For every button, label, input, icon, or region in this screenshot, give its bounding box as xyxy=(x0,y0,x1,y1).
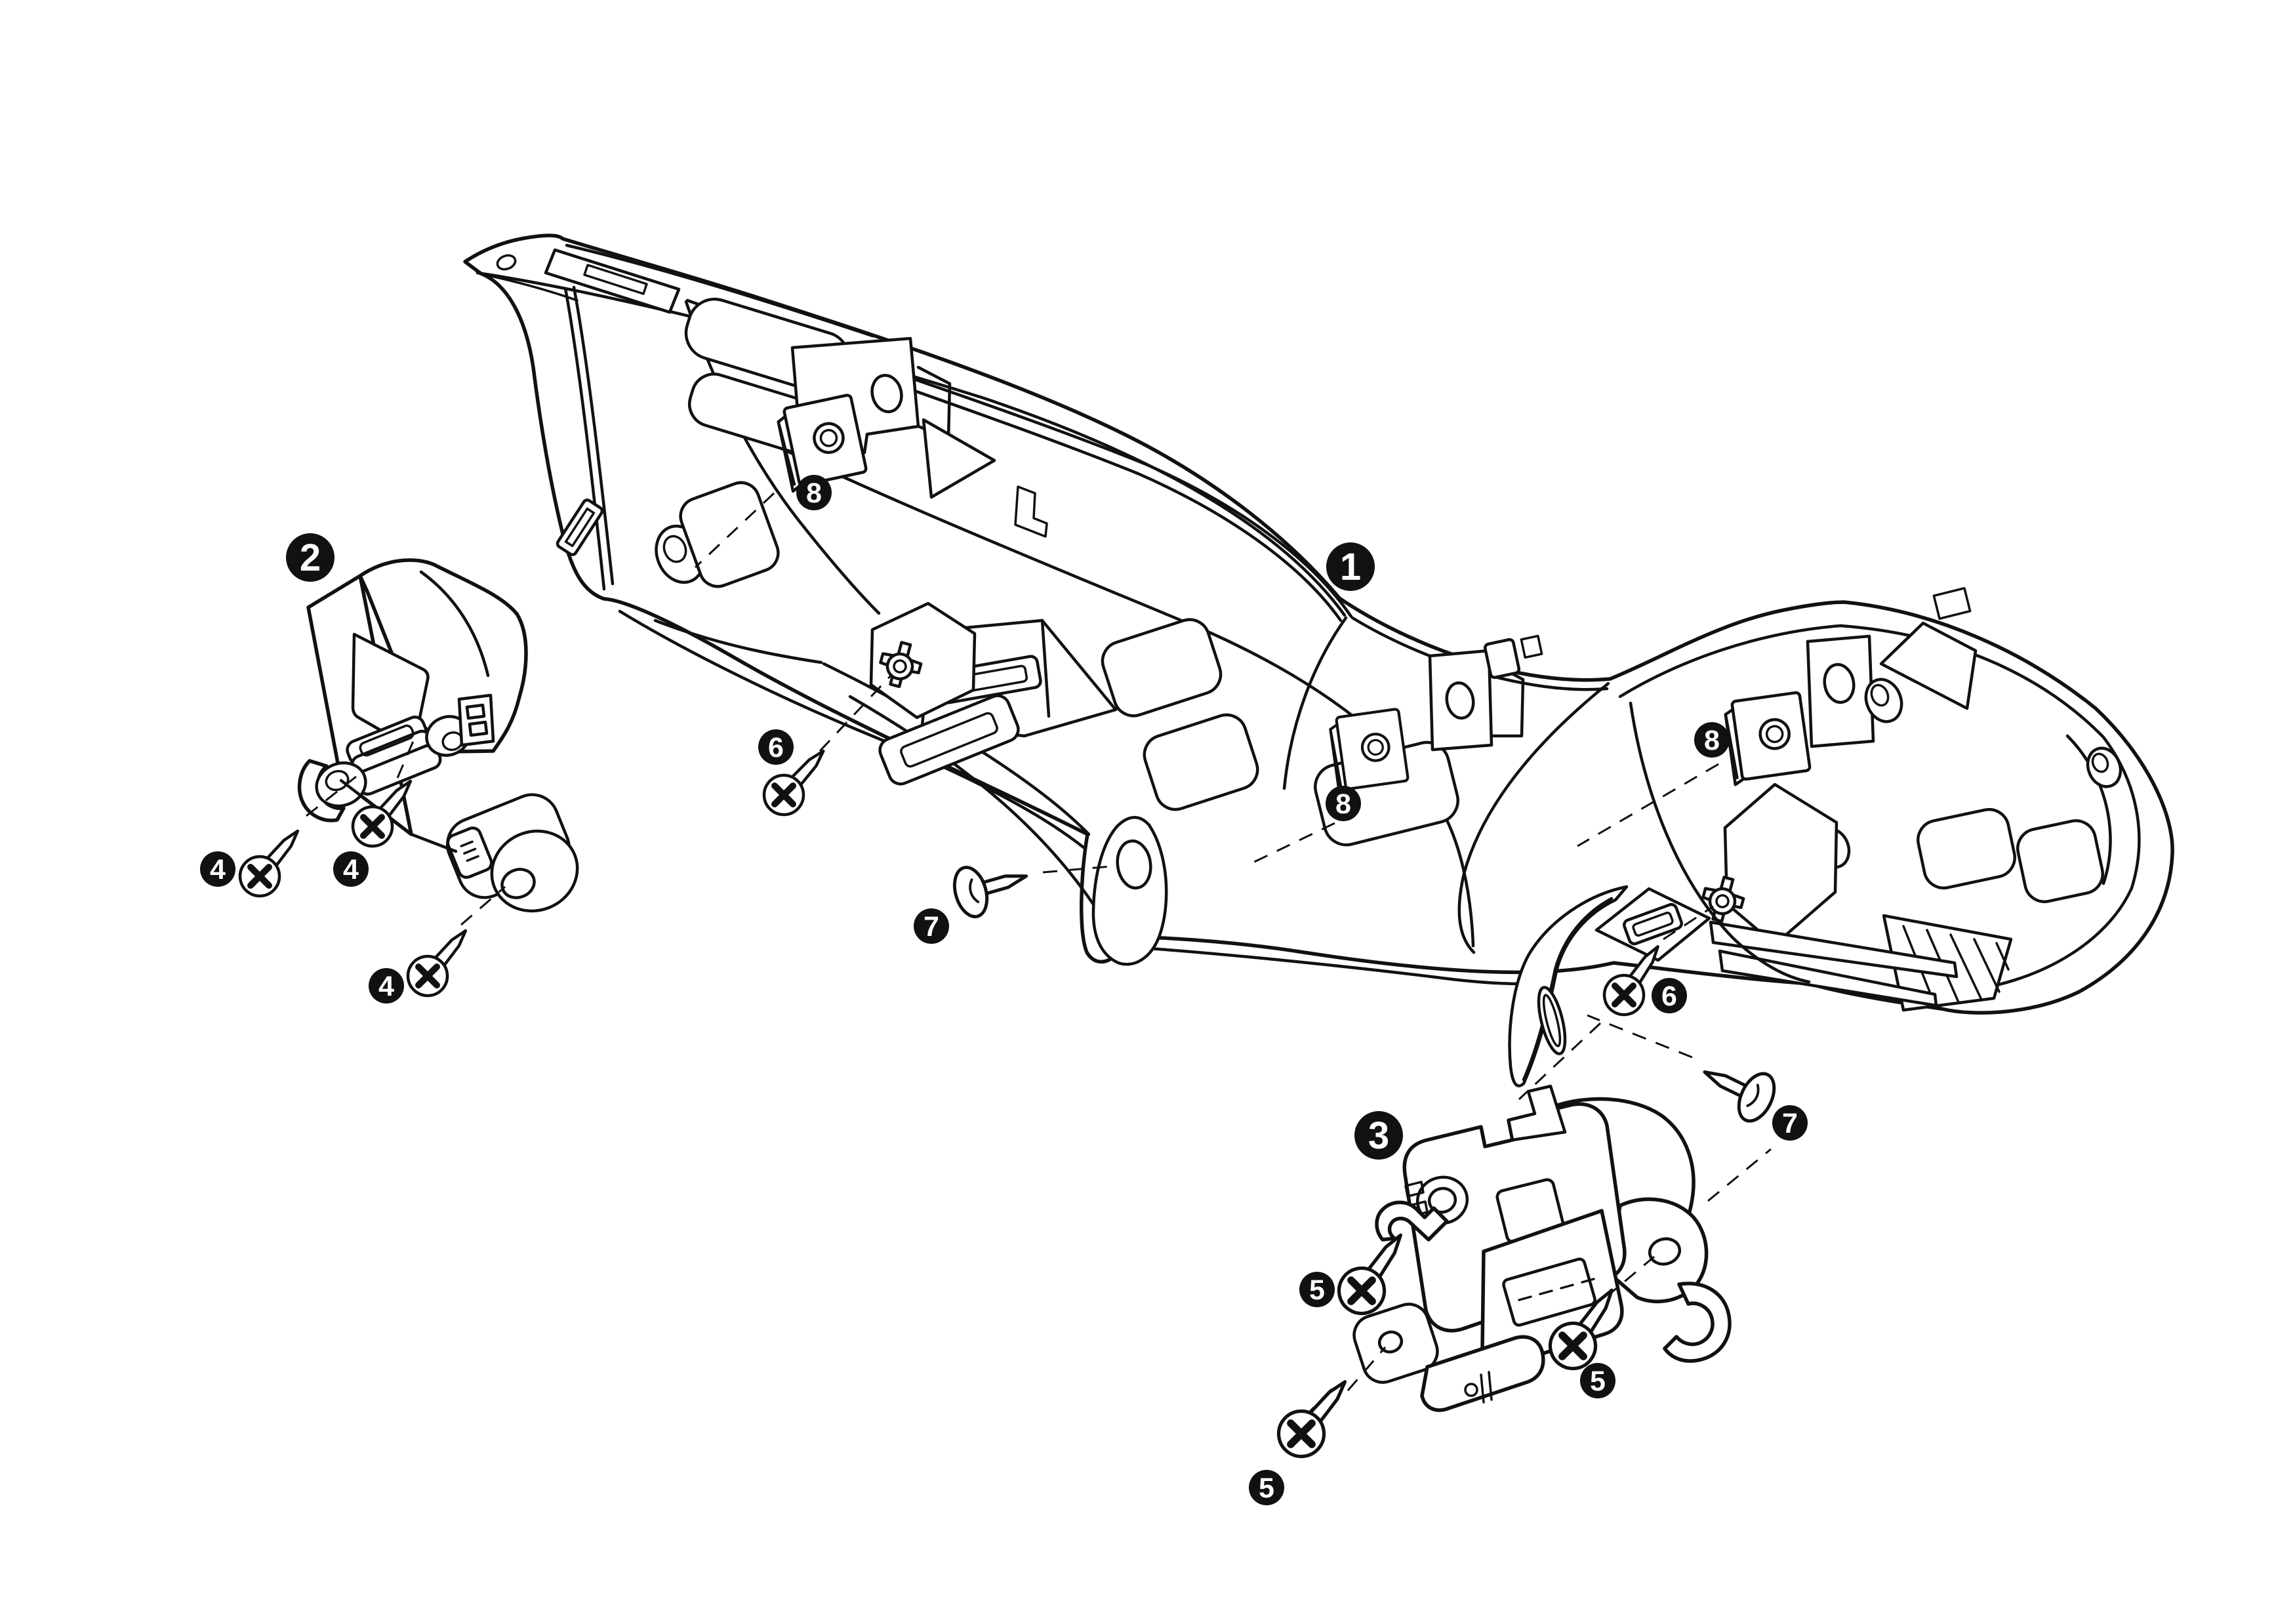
svg-text:3: 3 xyxy=(1368,1114,1389,1157)
svg-text:8: 8 xyxy=(806,477,822,509)
svg-text:2: 2 xyxy=(300,537,321,579)
svg-text:8: 8 xyxy=(1335,788,1351,820)
svg-text:4: 4 xyxy=(210,854,226,885)
svg-text:5: 5 xyxy=(1259,1472,1274,1504)
svg-text:1: 1 xyxy=(1340,546,1361,588)
svg-text:7: 7 xyxy=(1782,1108,1798,1139)
svg-text:7: 7 xyxy=(924,911,939,943)
svg-text:6: 6 xyxy=(1661,981,1677,1012)
svg-text:6: 6 xyxy=(768,732,784,763)
svg-text:5: 5 xyxy=(1590,1366,1606,1397)
svg-text:4: 4 xyxy=(343,854,359,885)
svg-text:8: 8 xyxy=(1704,725,1720,756)
svg-text:5: 5 xyxy=(1309,1274,1325,1306)
svg-text:4: 4 xyxy=(378,971,394,1002)
